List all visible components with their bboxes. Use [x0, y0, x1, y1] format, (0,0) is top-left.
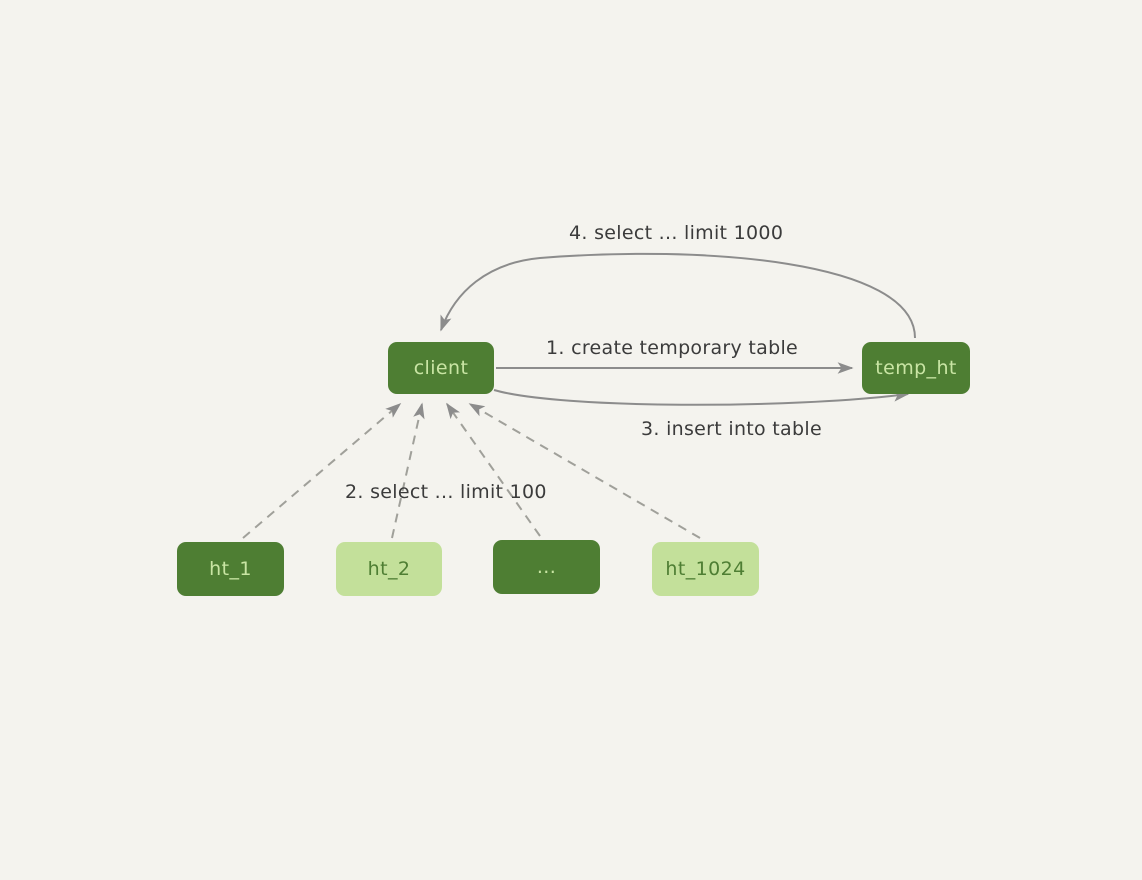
node-ht-1024[interactable]: ht_1024 — [652, 542, 759, 596]
node-ht-2[interactable]: ht_2 — [336, 542, 442, 596]
edge-path-insert-into-table — [493, 389, 910, 406]
node-ht-ellipsis[interactable]: ... — [493, 540, 600, 594]
node-ht-1024-label: ht_1024 — [665, 558, 746, 580]
edge-label-insert-into-table: 3. insert into table — [641, 418, 822, 440]
edge-path-select-100-ht-1 — [242, 402, 402, 539]
edge-label-create-temp-table: 1. create temporary table — [546, 337, 799, 359]
node-client[interactable]: client — [388, 342, 494, 394]
node-temp-ht[interactable]: temp_ht — [862, 342, 970, 394]
edge-path-select-100-ht-1024 — [468, 403, 701, 539]
node-ht-ellipsis-label: ... — [536, 556, 557, 578]
node-client-label: client — [413, 357, 469, 379]
edge-label-select-1000: 4. select ... limit 1000 — [569, 222, 784, 244]
edge-label-select-100: 2. select ... limit 100 — [345, 481, 547, 503]
edge-path-select-1000 — [440, 252, 916, 339]
edge-path-select-100-ht-2 — [391, 402, 425, 539]
edge-path-select-100-ht-dots — [446, 402, 541, 537]
node-ht-2-label: ht_2 — [367, 558, 411, 580]
node-ht-1[interactable]: ht_1 — [177, 542, 284, 596]
node-ht-1-label: ht_1 — [209, 558, 252, 580]
node-temp-ht-label: temp_ht — [875, 357, 957, 379]
